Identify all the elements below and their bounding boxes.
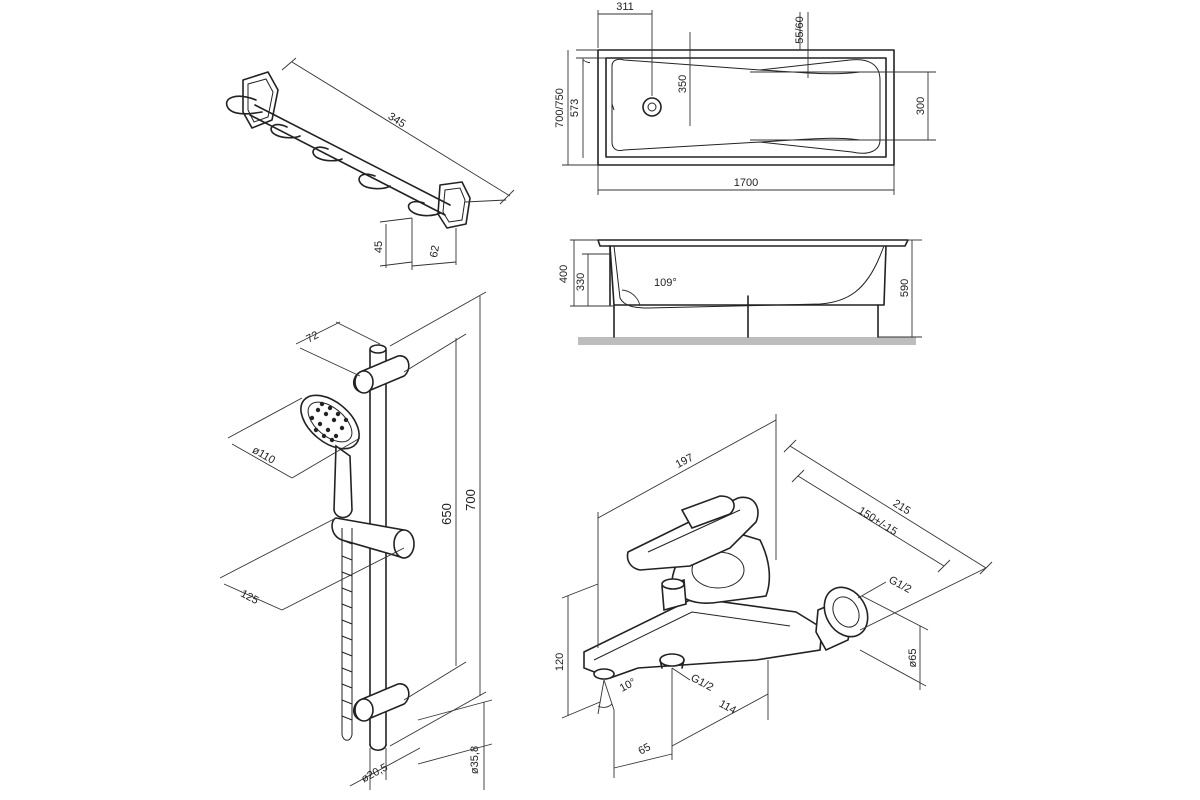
outlet-thread: G1/2 xyxy=(689,672,716,694)
bathtub-length: 1700 xyxy=(734,177,758,189)
rail-length: 700 xyxy=(463,489,478,511)
bathtub-top-view: 311 55/60 7 350 573 700/750 300 1700 xyxy=(554,1,936,195)
head-diameter: ø110 xyxy=(250,444,277,467)
towel-rail-height: 45 xyxy=(373,241,385,253)
spout-angle: 10° xyxy=(618,676,638,694)
bracket-diameter: ø35,8 xyxy=(469,746,481,774)
overall-width: 700/750 xyxy=(554,88,566,128)
inner-width: 573 xyxy=(569,99,581,117)
height-total: 590 xyxy=(899,279,911,297)
bracket-offset: 72 xyxy=(304,329,320,345)
head-reach: 125 xyxy=(238,588,260,607)
drain-offset: 311 xyxy=(616,1,634,13)
bathtub-side-view: 400 330 109° 590 xyxy=(558,239,922,345)
depth-inside: 400 xyxy=(558,265,570,283)
mixer-width: 197 xyxy=(674,452,696,471)
side-angle: 109° xyxy=(654,277,677,289)
drain-width: 350 xyxy=(677,75,689,93)
rail-span: 650 xyxy=(439,503,454,525)
mixer-depth-total: 215 xyxy=(891,498,913,518)
spout-offset: 65 xyxy=(636,741,652,757)
headrest-width: 300 xyxy=(915,97,927,115)
towel-rail-drawing: 345 45 62 xyxy=(225,57,515,270)
towel-rail-depth: 62 xyxy=(428,244,442,258)
shower-set-drawing: 72 ø110 650 700 125 ø20,5 ø35,8 xyxy=(219,291,493,790)
depth-rim: 330 xyxy=(575,273,587,291)
rim-range: 55/60 xyxy=(794,16,806,44)
flange-diameter: ø65 xyxy=(907,649,919,668)
towel-rail-length: 345 xyxy=(386,111,408,131)
rim-edge: 7 xyxy=(581,59,593,65)
rod-diameter: ø20,5 xyxy=(359,761,389,785)
bath-mixer-drawing: 197 215 150+/-15 G1/2 ø65 120 10° G1/2 xyxy=(554,414,993,778)
mixer-height: 120 xyxy=(554,653,566,671)
inlet-thread: G1/2 xyxy=(887,574,914,596)
spout-length: 114 xyxy=(717,698,738,717)
